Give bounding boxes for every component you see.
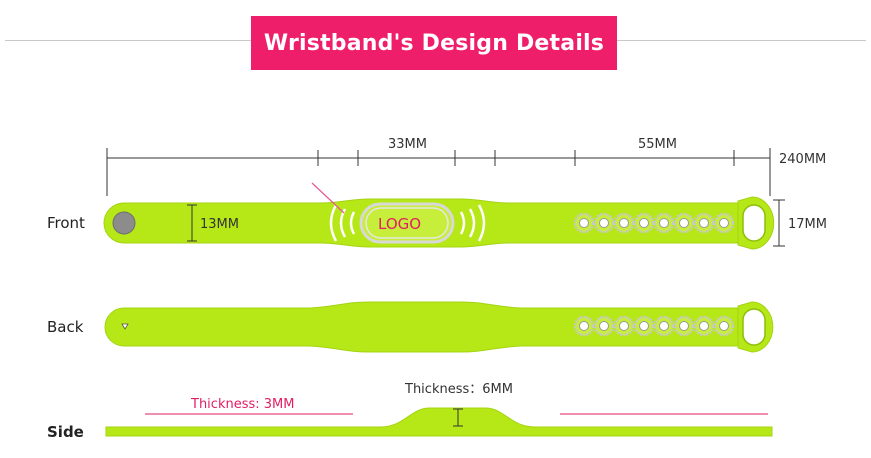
logo-text: LOGO	[378, 215, 421, 233]
adjust-hole-center	[639, 321, 649, 331]
adjust-hole-center	[659, 321, 669, 331]
back-view-label: Back	[47, 318, 84, 336]
dimension-line-6mm	[453, 408, 463, 427]
back-adjust-holes	[573, 315, 735, 337]
adjust-hole-center	[679, 218, 689, 228]
back-band	[104, 301, 774, 353]
thickness-3mm-label: Thickness: 3MM	[190, 397, 294, 412]
front-adjust-holes	[573, 212, 735, 234]
adjust-hole-center	[659, 218, 669, 228]
adjust-hole-center	[599, 321, 609, 331]
adjust-hole-center	[579, 321, 589, 331]
logo-plate	[359, 202, 455, 244]
adjust-hole-center	[599, 218, 609, 228]
dimension-17mm: 17MM	[788, 217, 827, 232]
adjust-hole-center	[699, 218, 709, 228]
rf-wave-arcs	[329, 204, 486, 242]
dimension-55mm: 55MM	[638, 137, 677, 152]
adjust-hole-center	[679, 321, 689, 331]
thickness-6mm-label: Thickness：6MM	[404, 382, 513, 397]
dimension-240mm: 240MM	[779, 152, 826, 167]
adjust-hole-center	[719, 218, 729, 228]
dimension-line-top	[106, 148, 771, 196]
page-title: Wristband's Design Details	[251, 16, 617, 70]
adjust-hole-center	[619, 321, 629, 331]
adjust-hole-center	[579, 218, 589, 228]
front-view-label: Front	[47, 214, 85, 232]
adjust-hole-center	[719, 321, 729, 331]
dimension-13mm: 13MM	[200, 217, 239, 232]
dimension-33mm: 33MM	[388, 137, 427, 152]
adjust-hole-center	[699, 321, 709, 331]
dimension-line-17mm	[773, 199, 785, 247]
adjust-hole-center	[619, 218, 629, 228]
logo-pointer-line	[311, 182, 345, 214]
adjust-hole-center	[639, 218, 649, 228]
side-band	[105, 407, 773, 437]
side-view-label: Side	[47, 423, 84, 441]
